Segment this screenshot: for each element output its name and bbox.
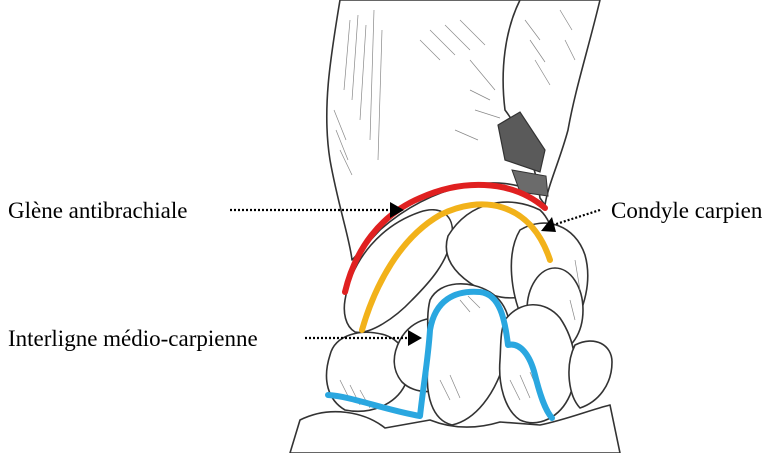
label-interligne-medio-carpienne: Interligne médio-carpienne	[8, 326, 258, 351]
label-condyle-carpien: Condyle carpien	[611, 198, 763, 223]
condyle-pointer	[541, 210, 600, 232]
label-glene-antibrachiale: Glène antibrachiale	[8, 198, 187, 223]
fifth-metacarpal	[569, 341, 612, 408]
wrist-bones-illustration	[290, 0, 620, 453]
